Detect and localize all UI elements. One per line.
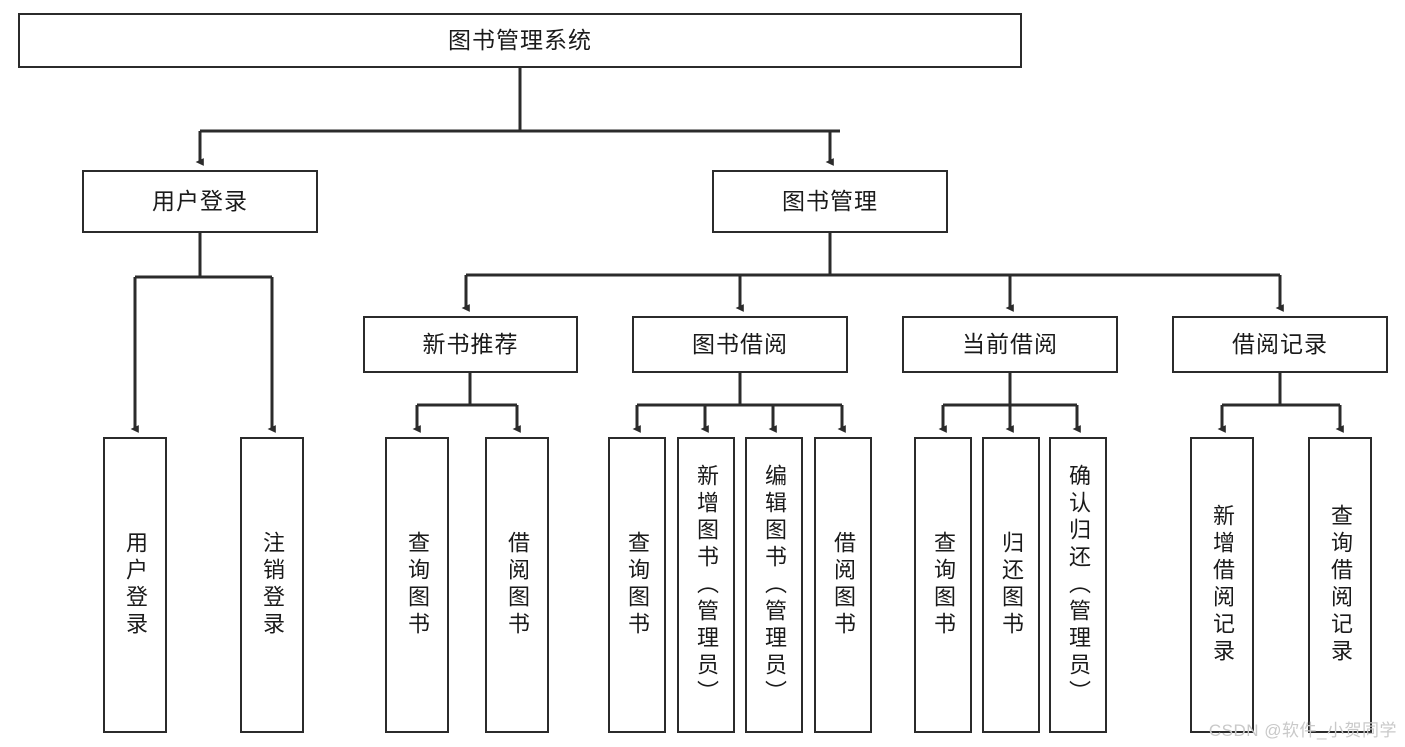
- node-label: 查询图书: [405, 531, 430, 639]
- leaf-book-borrow-query-book[interactable]: 查询图书: [608, 437, 666, 733]
- node-label: 借阅图书: [505, 531, 530, 639]
- node-label: 用户登录: [152, 188, 248, 215]
- node-label: 确认归还（管理员）: [1066, 463, 1091, 707]
- leaf-current-borrow-return-book[interactable]: 归还图书: [982, 437, 1040, 733]
- node-user-login[interactable]: 用户登录: [82, 170, 318, 233]
- node-label: 用户登录: [123, 531, 148, 639]
- node-label: 图书借阅: [692, 331, 788, 358]
- node-label: 归还图书: [999, 531, 1024, 639]
- leaf-current-borrow-confirm-return-admin[interactable]: 确认归还（管理员）: [1049, 437, 1107, 733]
- leaf-new-book-borrow-book[interactable]: 借阅图书: [485, 437, 549, 733]
- leaf-book-borrow-edit-book-admin[interactable]: 编辑图书（管理员）: [745, 437, 803, 733]
- node-borrow-record[interactable]: 借阅记录: [1172, 316, 1388, 373]
- leaf-book-borrow-borrow-book[interactable]: 借阅图书: [814, 437, 872, 733]
- node-current-borrow[interactable]: 当前借阅: [902, 316, 1118, 373]
- leaf-current-borrow-query-book[interactable]: 查询图书: [914, 437, 972, 733]
- node-label: 新增借阅记录: [1210, 504, 1235, 666]
- node-label: 新书推荐: [422, 331, 519, 358]
- node-book-management[interactable]: 图书管理: [712, 170, 948, 233]
- node-label: 查询图书: [625, 531, 650, 639]
- leaf-new-book-query-book[interactable]: 查询图书: [385, 437, 449, 733]
- node-label: 注销登录: [260, 531, 285, 639]
- leaf-user-login-logout[interactable]: 注销登录: [240, 437, 304, 733]
- node-label: 借阅图书: [831, 531, 856, 639]
- leaf-book-borrow-add-book-admin[interactable]: 新增图书（管理员）: [677, 437, 735, 733]
- watermark: CSDN @软件_小贺同学: [1208, 721, 1397, 740]
- node-label: 编辑图书（管理员）: [762, 463, 787, 707]
- node-root-book-management-system[interactable]: 图书管理系统: [18, 13, 1022, 68]
- node-label: 借阅记录: [1232, 331, 1328, 358]
- node-label: 图书管理系统: [448, 27, 592, 54]
- node-new-book-recommend[interactable]: 新书推荐: [363, 316, 578, 373]
- leaf-borrow-record-query-record[interactable]: 查询借阅记录: [1308, 437, 1372, 733]
- node-book-borrow[interactable]: 图书借阅: [632, 316, 848, 373]
- node-label: 当前借阅: [962, 331, 1058, 358]
- node-label: 查询图书: [931, 531, 956, 639]
- node-label: 新增图书（管理员）: [694, 463, 719, 707]
- leaf-user-login-login[interactable]: 用户登录: [103, 437, 167, 733]
- leaf-borrow-record-add-record[interactable]: 新增借阅记录: [1190, 437, 1254, 733]
- node-label: 查询借阅记录: [1328, 504, 1353, 666]
- node-label: 图书管理: [782, 188, 878, 215]
